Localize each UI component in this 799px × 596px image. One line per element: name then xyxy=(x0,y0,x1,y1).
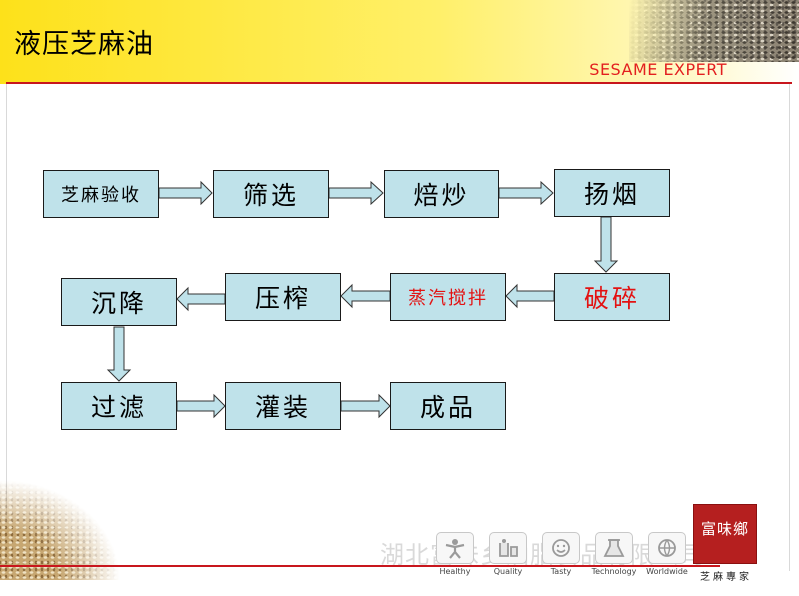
sesame-seeds-image xyxy=(629,0,799,62)
step-finished-product: 成品 xyxy=(390,382,506,430)
arrow-s4-s5 xyxy=(593,216,619,273)
arrow-s2-s3 xyxy=(328,180,384,206)
quality-icon xyxy=(489,532,527,564)
arrow-s5-s6 xyxy=(505,283,555,309)
quality-caption: Quality xyxy=(493,567,523,576)
value-icons: Healthy Quality Tasty Technology Worldwi… xyxy=(432,532,690,576)
step-screening: 筛选 xyxy=(213,170,329,218)
worldwide-caption: Worldwide xyxy=(646,567,688,576)
arrow-s10-s11 xyxy=(340,393,391,419)
step-crushing: 破碎 xyxy=(554,273,670,321)
brand-logo: 富味鄉 xyxy=(693,504,757,564)
technology-icon xyxy=(595,532,633,564)
tasty-caption: Tasty xyxy=(550,567,572,576)
step-settling: 沉降 xyxy=(61,278,177,326)
healthy-caption: Healthy xyxy=(439,567,471,576)
technology-caption: Technology xyxy=(591,567,637,576)
brand-tagline: SESAME EXPERT xyxy=(589,60,727,79)
content-frame xyxy=(6,84,790,571)
healthy-icon xyxy=(436,532,474,564)
tasty-icon xyxy=(542,532,580,564)
arrow-s6-s7 xyxy=(340,283,391,309)
step-steam-mixing: 蒸汽搅拌 xyxy=(390,273,506,321)
arrow-s3-s4 xyxy=(498,180,554,206)
arrow-s1-s2 xyxy=(158,180,213,206)
logo-caption: 芝麻專家 xyxy=(700,572,752,583)
step-filling: 灌装 xyxy=(225,382,341,430)
footer-rule xyxy=(0,565,720,567)
step-pressing: 压榨 xyxy=(225,273,341,321)
arrow-s7-s8 xyxy=(176,286,226,312)
logo-text: 富味鄉 xyxy=(700,520,749,538)
value-tasty: Tasty xyxy=(538,532,584,576)
step-sesame-receiving: 芝麻验收 xyxy=(43,170,159,218)
arrow-s8-s9 xyxy=(106,326,132,382)
step-roasting: 焙炒 xyxy=(384,170,499,218)
worldwide-icon xyxy=(648,532,686,564)
step-filtering: 过滤 xyxy=(61,382,177,430)
header-rule xyxy=(6,82,792,84)
value-worldwide: Worldwide xyxy=(644,532,690,576)
value-technology: Technology xyxy=(591,532,637,576)
sesame-seeds-image xyxy=(0,480,120,580)
slide-title: 液压芝麻油 xyxy=(14,29,154,60)
value-healthy: Healthy xyxy=(432,532,478,576)
value-quality: Quality xyxy=(485,532,531,576)
step-smoke-removal: 扬烟 xyxy=(554,169,670,217)
arrow-s9-s10 xyxy=(176,393,226,419)
